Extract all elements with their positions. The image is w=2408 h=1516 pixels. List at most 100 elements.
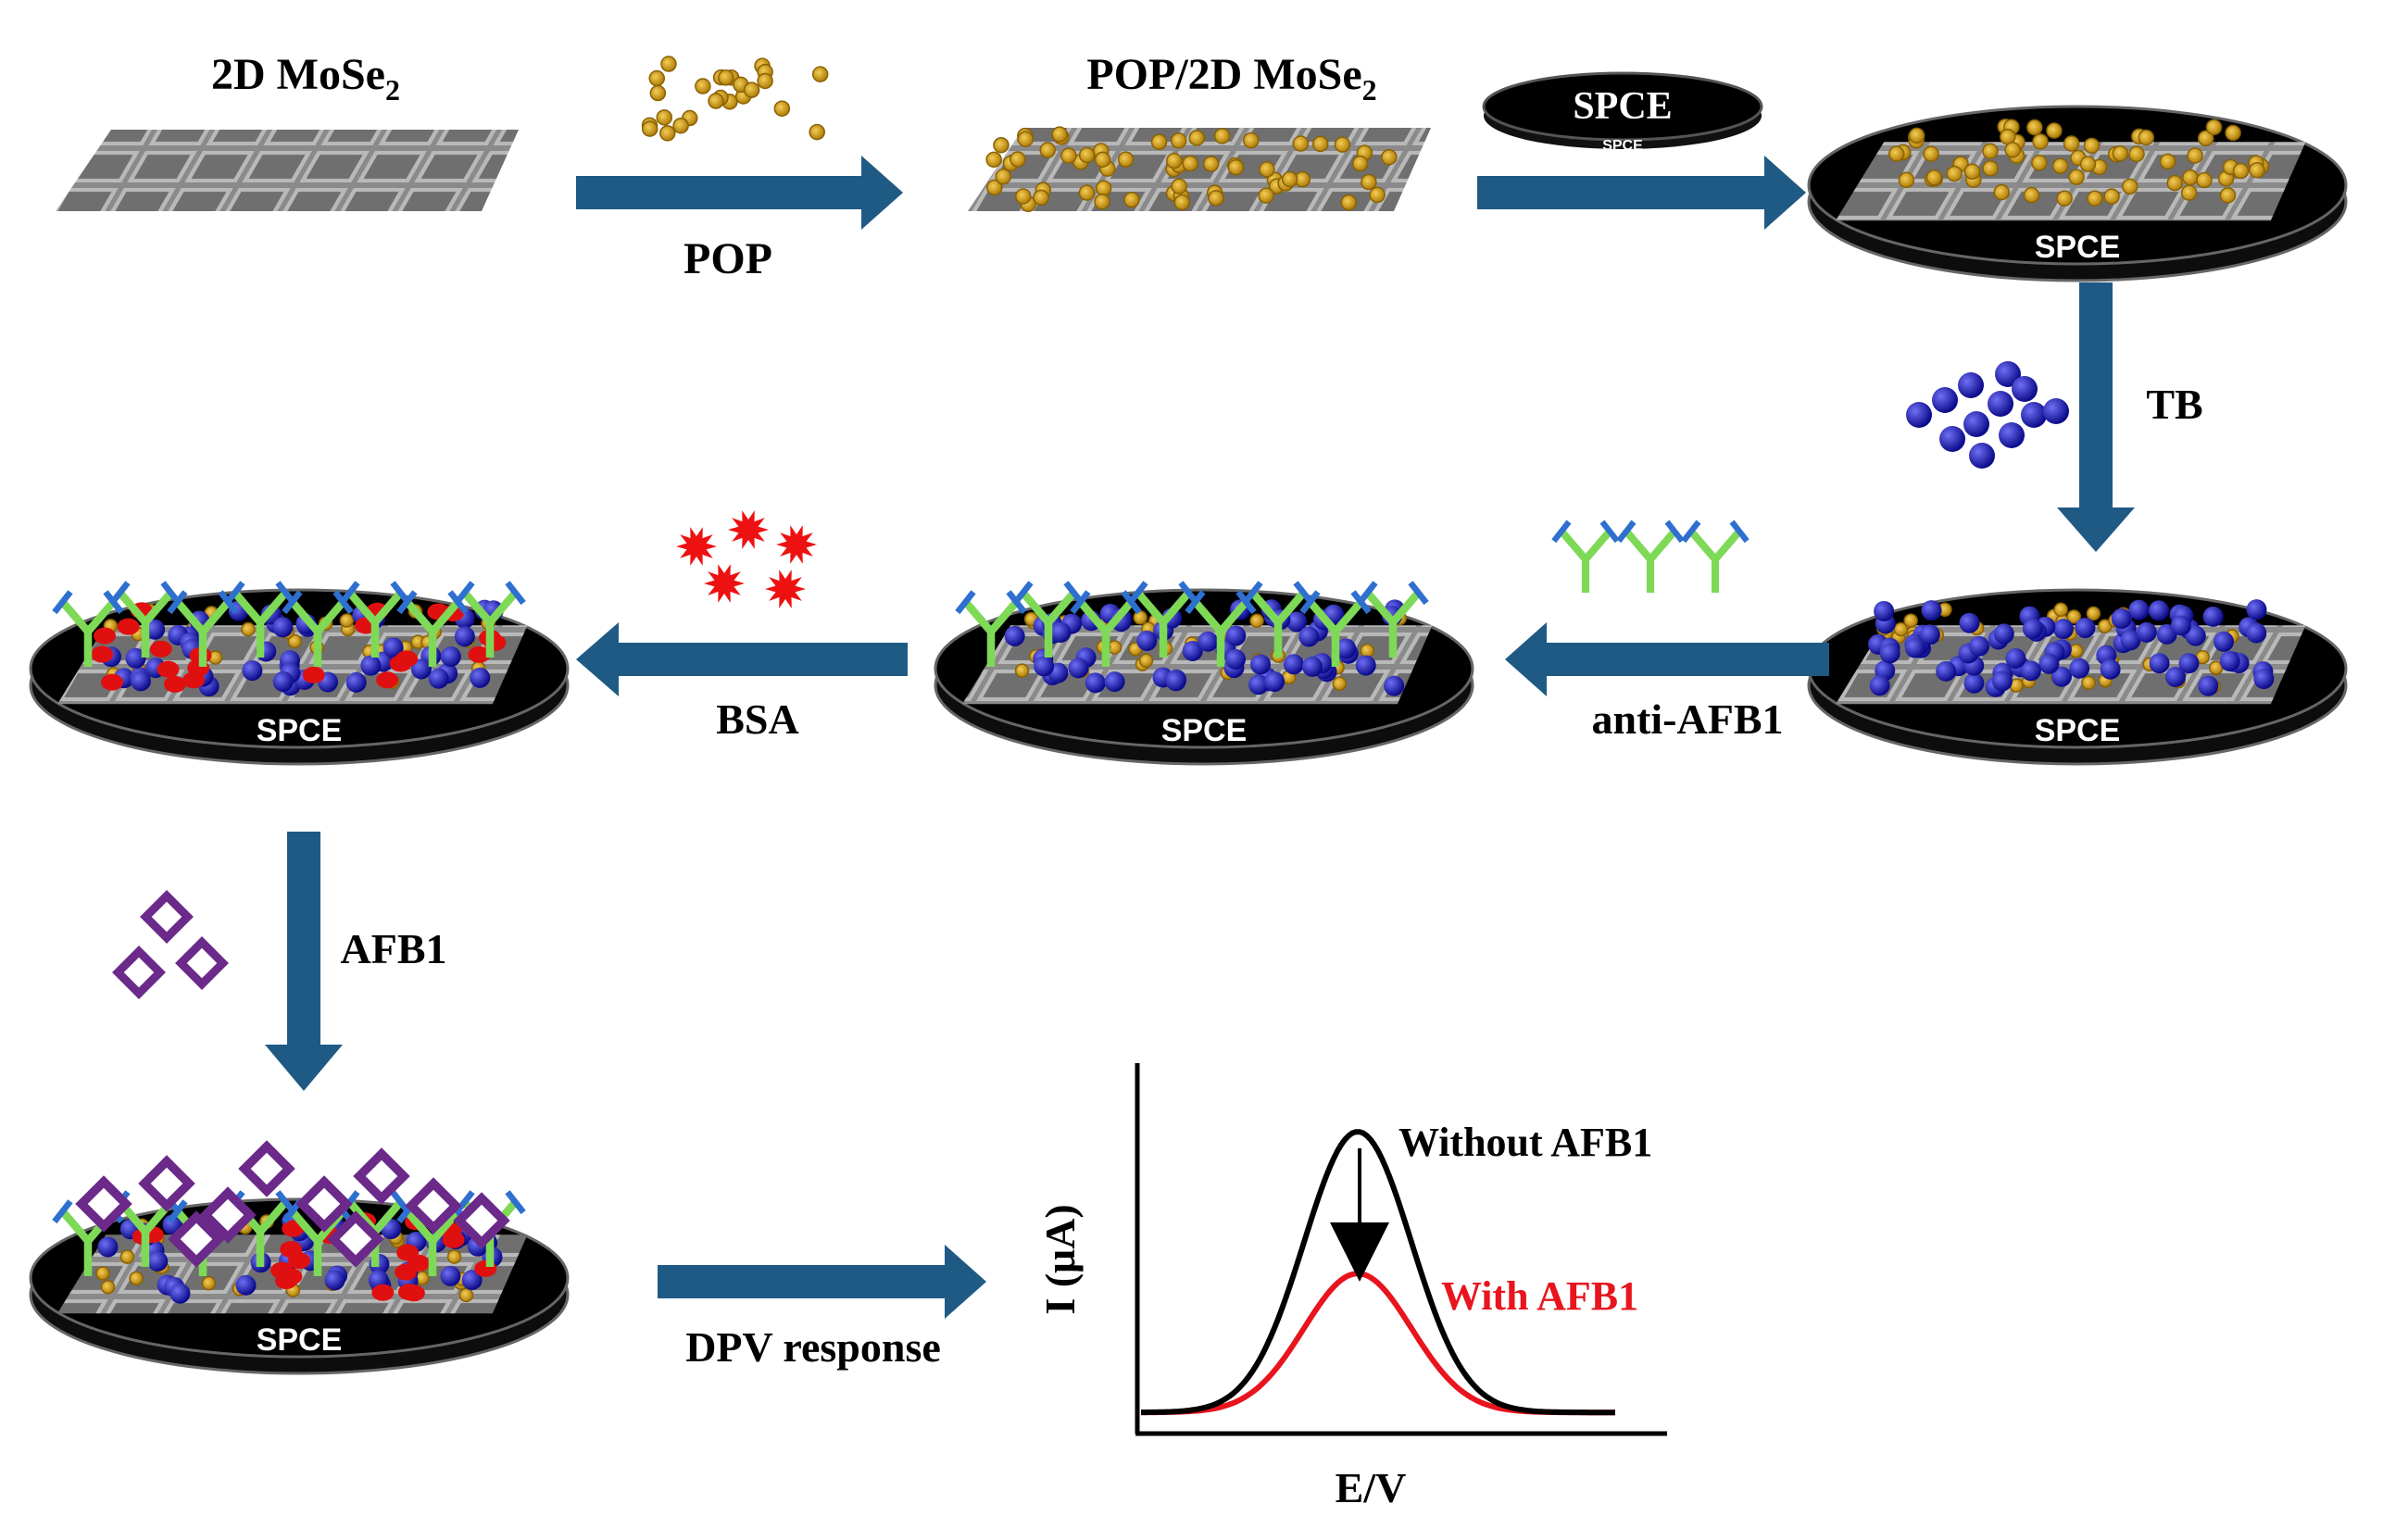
tb-sphere: [2100, 658, 2121, 680]
tb-sphere: [1198, 631, 1219, 652]
bsa-molecule: [376, 671, 399, 689]
tb-sphere: [2005, 647, 2026, 669]
bsa-molecule: [728, 510, 769, 549]
pop-particle: [2166, 174, 2184, 192]
series-with-label: With AFB1: [1441, 1273, 1638, 1319]
arrow-tb: TB: [1906, 282, 2203, 552]
pop-particle: [1010, 151, 1026, 168]
pop-particle: [1360, 643, 1375, 658]
tb-sphere: [2051, 666, 2072, 687]
tb-sphere: [1963, 411, 1989, 437]
tb-sphere: [1939, 426, 1965, 452]
pop-particle: [2068, 169, 2085, 185]
tb-sphere: [235, 1274, 257, 1296]
tb-sphere: [1165, 670, 1186, 692]
electrode-tb: SPCE: [1807, 588, 2348, 766]
pop-particle: [1171, 178, 1187, 194]
pop-particle: [1258, 187, 1274, 204]
pop-particle: [708, 93, 724, 109]
tb-sphere: [1034, 656, 1055, 677]
tb-sphere: [1991, 670, 2013, 692]
afb1-molecule: [75, 1175, 132, 1233]
spce-label: SPCE: [2035, 713, 2121, 748]
pop-particle: [1188, 130, 1206, 146]
pop-particle: [2023, 186, 2040, 204]
bsa-label: BSA: [716, 695, 798, 743]
tb-sphere: [1050, 621, 1072, 643]
afb1-molecule: [405, 1177, 462, 1234]
pop-particle: [2187, 147, 2203, 164]
tb-sphere: [2148, 600, 2169, 621]
tb-sphere: [1104, 671, 1125, 693]
pop-particle: [1243, 132, 1260, 149]
bsa-molecule: [407, 1254, 430, 1272]
pop-particle: [1893, 621, 1909, 637]
antibody-molecules: [1551, 520, 1750, 593]
mose2-group: 2D MoSe2: [56, 50, 519, 211]
tb-sphere: [1182, 640, 1203, 661]
spce-disc: [1482, 71, 1763, 142]
pop-particle: [287, 633, 302, 649]
pop-particle: [1281, 170, 1298, 188]
pop-particle: [1351, 155, 1369, 172]
tb-sphere: [440, 646, 461, 668]
pop-particle: [1898, 171, 1915, 189]
pop-particle: [2053, 602, 2068, 618]
tb-sphere: [360, 655, 382, 676]
tb-label: TB: [2146, 381, 2202, 428]
pop-particle: [1334, 136, 1351, 153]
pop-particle: [1150, 133, 1168, 151]
arrow-afb1: AFB1: [112, 832, 447, 1091]
pop-particle: [1170, 132, 1187, 149]
afb1-molecules: [112, 890, 229, 999]
pop-particle: [1908, 127, 1925, 144]
tb-sphere: [1879, 643, 1900, 664]
pop-particle: [656, 109, 673, 126]
tb-sphere: [242, 660, 263, 682]
bsa-molecule: [270, 1261, 294, 1279]
pop-particles: [641, 56, 829, 142]
tb-sphere: [144, 619, 166, 640]
tb-sphere: [1004, 625, 1025, 646]
spce-disc-small-label: SPCE: [1602, 138, 1643, 154]
pop-particle: [2083, 137, 2101, 155]
pop-particle: [2004, 142, 2021, 158]
y-axis-label: I (μA): [1036, 1204, 1084, 1314]
antibody-icon: [454, 581, 526, 658]
pop-particle: [1963, 163, 1981, 180]
pop-particle: [659, 125, 676, 142]
dpv-chart: I (μA) E/V Without AFB1 With AFB1: [1036, 1063, 1667, 1511]
bsa-molecule: [302, 666, 325, 683]
tb-sphere: [2246, 599, 2267, 620]
tb-sphere: [410, 658, 432, 680]
tb-sphere: [1355, 655, 1376, 676]
pop-particle: [1117, 151, 1135, 168]
pop-particle: [2026, 119, 2043, 136]
tb-sphere: [2202, 606, 2224, 627]
pop-particle: [241, 621, 256, 637]
dpv-label: DPV response: [685, 1323, 941, 1371]
tb-sphere: [1936, 660, 1957, 682]
mose2-sheet: [56, 130, 519, 211]
tb-sphere: [1869, 675, 1890, 696]
afb1-molecule: [112, 946, 166, 999]
pop-particle: [2232, 162, 2250, 180]
antibody-icon: [1681, 520, 1750, 593]
tb-sphere: [2136, 621, 2157, 643]
tb-sphere: [2012, 376, 2038, 402]
tb-sphere: [1283, 654, 1304, 675]
pop-particle: [1017, 131, 1035, 147]
tb-sphere: [1958, 372, 1984, 398]
tb-sphere: [1906, 402, 1932, 428]
pop-particle: [2122, 178, 2138, 195]
pop-particle: [1249, 613, 1264, 629]
pop-particle: [2046, 122, 2063, 139]
pop-particle: [2087, 190, 2103, 207]
antibody-icon: [1185, 590, 1257, 667]
tb-sphere: [1384, 675, 1405, 696]
pop-mose2-group: POP/2D MoSe2: [968, 50, 1431, 213]
antibody-icon: [1242, 581, 1314, 658]
pop-particle: [1332, 676, 1348, 691]
pop-particle: [2197, 130, 2214, 147]
arrow-dpv: DPV response: [658, 1245, 986, 1371]
